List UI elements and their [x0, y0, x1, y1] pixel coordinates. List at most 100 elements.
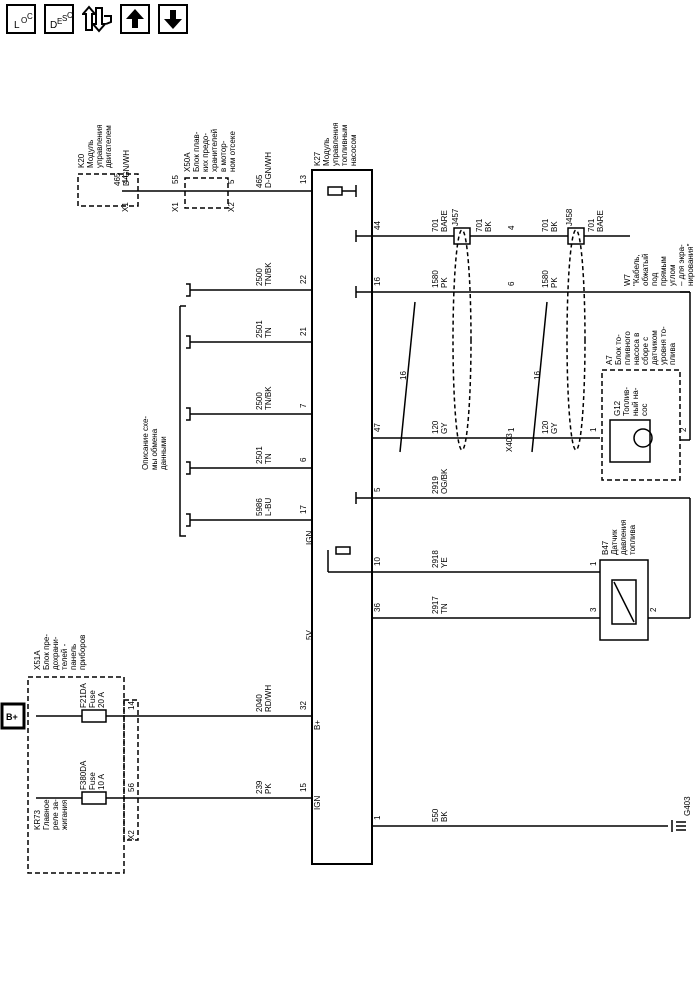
f380da-label-line-1: Fuse: [88, 772, 97, 790]
wire-465-a-label-line-0: 465: [113, 172, 122, 186]
motor-icon: [633, 428, 653, 448]
w7-label-line-1: "Кабель,: [632, 254, 641, 286]
wire-701-a-label-line-1: BARE: [440, 210, 449, 232]
f21da-label-line-1: Fuse: [88, 690, 97, 708]
wire-239-label-line-1: PK: [264, 783, 273, 794]
g12-box: [609, 419, 651, 463]
b47-label-line-2: давления: [619, 519, 628, 555]
wire-550-label-line-1: BK: [440, 811, 449, 822]
x50a-dashed-box: [184, 177, 229, 209]
wire-701-c-label-line-0: 701: [541, 218, 550, 232]
a7-label-line-4: сборе с: [641, 337, 650, 365]
desc-letter-c: C: [67, 11, 73, 20]
ground-icon-44: [355, 230, 372, 242]
ground-icon-13: [327, 185, 357, 197]
x51a-connector-box: [123, 699, 139, 841]
wire-120-b-label-line-1: GY: [550, 422, 559, 434]
g12-label-line-3: сос: [640, 403, 649, 416]
pin-32: 32: [299, 701, 308, 710]
wire-701-a-label-line-0: 701: [431, 218, 440, 232]
wire-2919-label-line-1: OG/BK: [440, 468, 449, 494]
x403-pin-4: 4: [507, 225, 516, 230]
ign-label-2: IGN: [313, 796, 322, 810]
k20-dashed-box: [77, 173, 139, 207]
location-button[interactable]: L O C: [6, 4, 36, 34]
wire-465-a-label-line-1: D-GN/WH: [122, 150, 131, 186]
x51a-dashed-box: [27, 676, 125, 874]
b47-pin-3: 3: [589, 607, 598, 612]
wire-2917-label-line-1: TN: [440, 603, 449, 614]
k27-label-line-4: насосом: [349, 135, 358, 166]
page-down-button[interactable]: [158, 4, 188, 34]
pin-55: 55: [171, 175, 180, 184]
pin-13: 13: [299, 175, 308, 184]
wire-701-c-label-line-1: BK: [550, 221, 559, 232]
k20-label-line-0: K20: [77, 153, 86, 168]
wire-701-d-label-line-1: BARE: [596, 210, 605, 232]
b-plus-module-label: B+: [313, 720, 322, 730]
x51a-label-line-3: телей -: [60, 643, 69, 670]
w7-label-line-4: прямым: [659, 256, 668, 286]
wire-2040-label-line-1: RD/WH: [264, 685, 273, 712]
pin-15: 15: [299, 783, 308, 792]
pin-k47: 47: [373, 423, 382, 432]
pin-17: 17: [299, 505, 308, 514]
x50a-label-line-1: Блок плав-: [192, 131, 201, 172]
signal-flow-icon: [82, 5, 112, 33]
description-button[interactable]: D E S C: [44, 4, 74, 34]
x50a-label-line-4: в мотор-: [219, 140, 228, 172]
b47-sensor-diagonal: [613, 581, 635, 623]
ign-label-1: IGN: [305, 531, 314, 545]
loc-letter-l: L: [14, 20, 20, 31]
twist-marker-1: [399, 301, 416, 453]
ground-icon-16: [355, 286, 372, 298]
wire-120-a-label-line-1: GY: [440, 422, 449, 434]
pin-k5: 5: [373, 487, 382, 492]
x51a-label-line-2: дохрани-: [51, 636, 60, 670]
kr73-label-line-2: реле за-: [51, 799, 60, 830]
b47-label-line-3: топлива: [628, 524, 637, 555]
kr73-label-line-3: жигания: [60, 800, 69, 830]
battery-positive-box: [0, 702, 26, 730]
desc-letter-s: S: [62, 14, 68, 23]
a7-label-line-5: датчиком: [650, 330, 659, 365]
w7-label-line-0: W7: [623, 273, 632, 286]
a7-label-line-7: плива: [668, 342, 677, 365]
f380da-label-line-0: F380DA: [79, 760, 88, 790]
x51a-label-line-1: Блок пре-: [42, 634, 51, 670]
fuse-f380da: [81, 791, 107, 805]
desc-letter-d: D: [50, 20, 58, 31]
wire-2501-b-label-line-1: TN: [264, 453, 273, 464]
signal-flow-button[interactable]: [82, 4, 112, 34]
pin-21: 21: [299, 327, 308, 336]
loc-letter-c: C: [27, 12, 33, 21]
b47-label-line-0: B47: [601, 540, 610, 555]
wire-1580-b-label-line-1: PK: [550, 277, 559, 288]
desc-letter-e: E: [57, 17, 63, 26]
twisted-pair-2: [566, 229, 586, 451]
wire-120-a-label-line-0: 120: [431, 420, 440, 434]
x51a-x2: X2: [127, 830, 136, 840]
a7-label-line-1: Блок то-: [614, 334, 623, 365]
a7-dashed-box: [601, 369, 681, 481]
twisted-pair-1: [452, 229, 472, 451]
f21da-label-line-0: F21DA: [79, 682, 88, 708]
x1-connector-b: X1: [171, 202, 180, 212]
wire-2501-a-label-line-1: TN: [264, 327, 273, 338]
arrow-down-icon: [164, 10, 182, 29]
battery-positive-label: B+: [6, 712, 18, 722]
g12-label-line-0: G12: [613, 400, 622, 416]
pin-22: 22: [299, 275, 308, 284]
pin-7: 7: [299, 403, 308, 408]
ground-g403-label: G403: [683, 796, 692, 816]
pin-1: 1: [373, 815, 382, 820]
pin-k10: 10: [373, 557, 382, 566]
b47-pin-1: 1: [589, 561, 598, 566]
k27-label-line-1: Модуль: [322, 138, 331, 166]
b47-label-line-1: Датчик: [610, 529, 619, 555]
x50a-label-line-2: ких предо-: [201, 133, 210, 172]
page-up-button[interactable]: [120, 4, 150, 34]
wire-2040-label-line-0: 2040: [255, 694, 264, 712]
fuse-f21da: [81, 709, 107, 723]
